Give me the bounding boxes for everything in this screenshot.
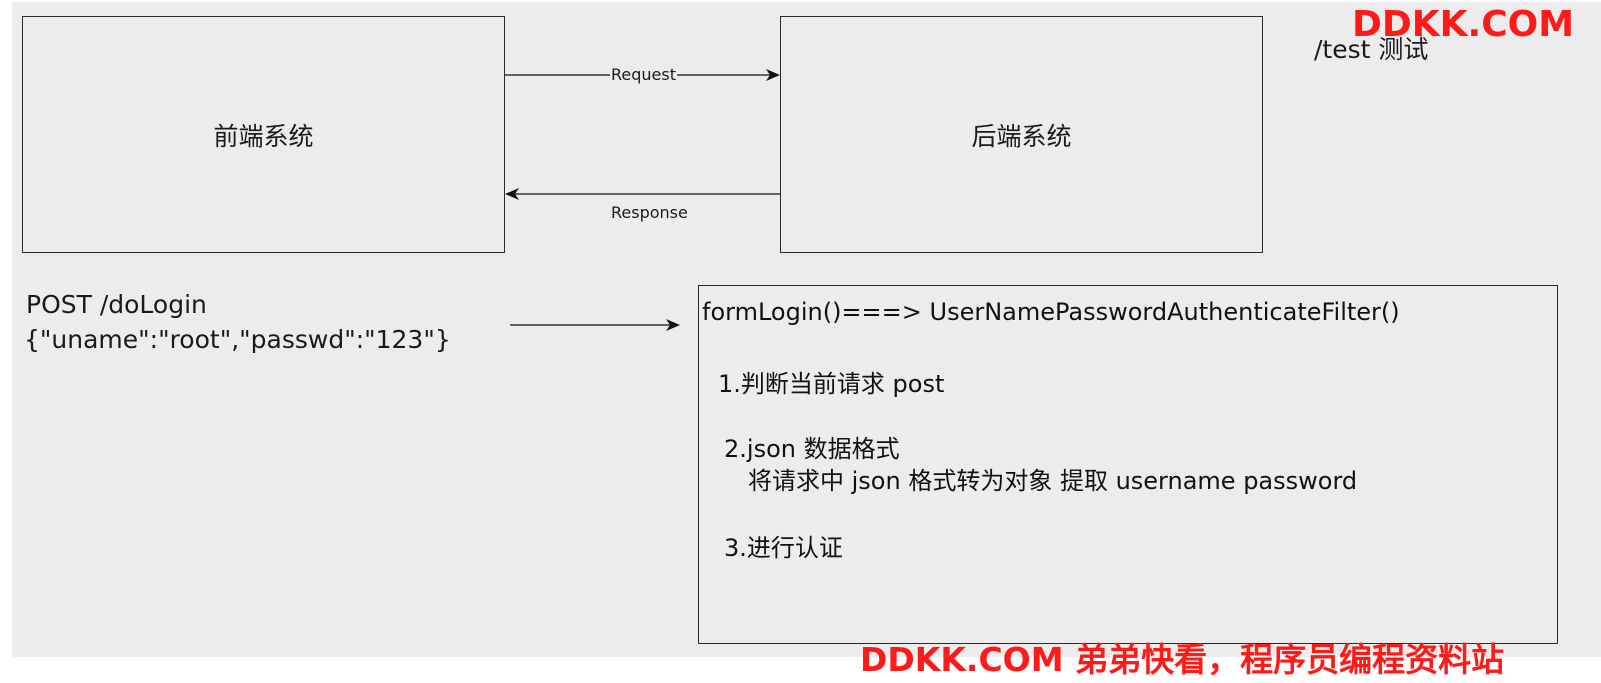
flow-step-2: 2.json 数据格式 <box>724 435 900 463</box>
frontend-node: 前端系统 <box>22 16 505 253</box>
request-example-line2: {"uname":"root","passwd":"123"} <box>24 325 451 354</box>
watermark-top: DDKK.COM <box>1352 4 1575 45</box>
request-label: Request <box>610 65 677 84</box>
backend-node-label: 后端系统 <box>971 121 1072 151</box>
flow-step-3: 3.进行认证 <box>724 534 843 562</box>
flow-arrow <box>510 319 680 331</box>
flow-step-2-detail: 将请求中 json 格式转为对象 提取 username password <box>748 467 1358 495</box>
backend-node: 后端系统 <box>780 16 1263 253</box>
frontend-node-label: 前端系统 <box>213 121 314 151</box>
response-label: Response <box>610 203 689 222</box>
request-example-line1: POST /doLogin <box>26 290 207 319</box>
response-arrow <box>505 188 780 200</box>
flow-step-1: 1.判断当前请求 post <box>718 370 945 398</box>
filter-flow-title: formLogin()===> UserNamePasswordAuthenti… <box>702 298 1400 326</box>
filter-flow-box <box>698 285 1558 644</box>
test-note: /test 测试 <box>1314 35 1429 64</box>
watermark-bottom: DDKK.COM 弟弟快看，程序员编程资料站 <box>860 640 1505 679</box>
